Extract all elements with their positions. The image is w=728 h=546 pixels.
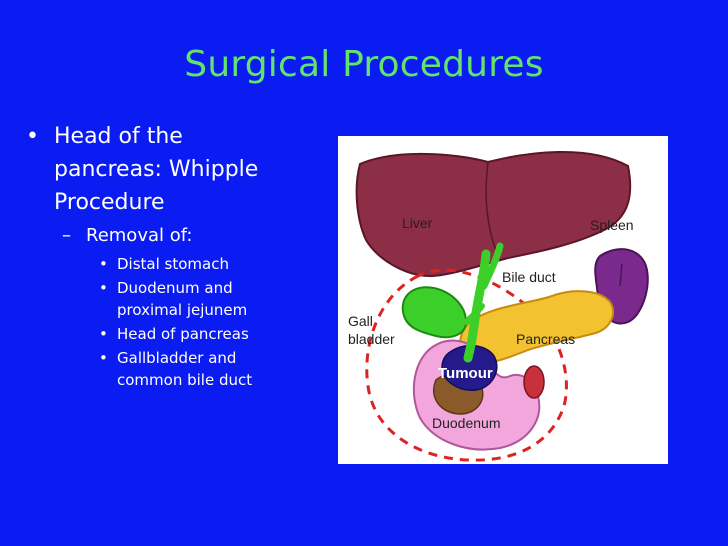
- removal-item-text: Head of pancreas: [117, 325, 249, 343]
- removal-item-head-of-pancreas: Head of pancreas: [99, 323, 324, 345]
- label-tumour: Tumour: [438, 365, 493, 382]
- label-bile-duct: Bile duct: [502, 269, 556, 285]
- sub-bullet-removal: Removal of:: [58, 221, 324, 251]
- anatomy-svg: Liver Spleen Bile duct Gall bladder Panc…: [348, 150, 649, 462]
- gallbladder-shape: [401, 286, 468, 339]
- label-duodenum: Duodenum: [432, 415, 501, 431]
- slide-title: Surgical Procedures: [184, 44, 544, 85]
- removal-item-distal-stomach: Distal stomach: [99, 253, 324, 275]
- bullet-main-line3: Procedure: [54, 190, 165, 215]
- bullet-main-line1: Head of the: [54, 124, 183, 149]
- removal-item-gallbladder: Gallbladder and common bile duct: [99, 347, 324, 391]
- anatomy-diagram: Liver Spleen Bile duct Gall bladder Panc…: [338, 136, 668, 464]
- removal-item-duodenum: Duodenum and proximal jejunem: [99, 277, 324, 321]
- removal-item-text: Gallbladder and: [117, 349, 237, 367]
- liver-shape: [355, 150, 632, 278]
- label-gall: Gall: [348, 313, 373, 329]
- bullet-list: Head of the pancreas: Whipple Procedure …: [24, 120, 324, 391]
- bullet-main: Head of the pancreas: Whipple Procedure: [24, 120, 324, 219]
- bile-duct-shape: [463, 249, 491, 363]
- removal-list: Distal stomach Duodenum and proximal jej…: [99, 253, 324, 391]
- removal-item-text-cont: common bile duct: [117, 371, 253, 389]
- removal-item-text: Duodenum and: [117, 279, 233, 297]
- label-liver: Liver: [402, 215, 433, 231]
- label-bladder: bladder: [348, 331, 395, 347]
- bullet-main-line2: pancreas: Whipple: [54, 157, 259, 182]
- removal-item-text: Distal stomach: [117, 255, 229, 273]
- removal-item-text-cont: proximal jejunem: [117, 301, 248, 319]
- resection-boundary: [365, 268, 568, 462]
- label-pancreas: Pancreas: [516, 331, 575, 347]
- label-spleen: Spleen: [590, 217, 634, 233]
- tumour-shape: [441, 344, 498, 391]
